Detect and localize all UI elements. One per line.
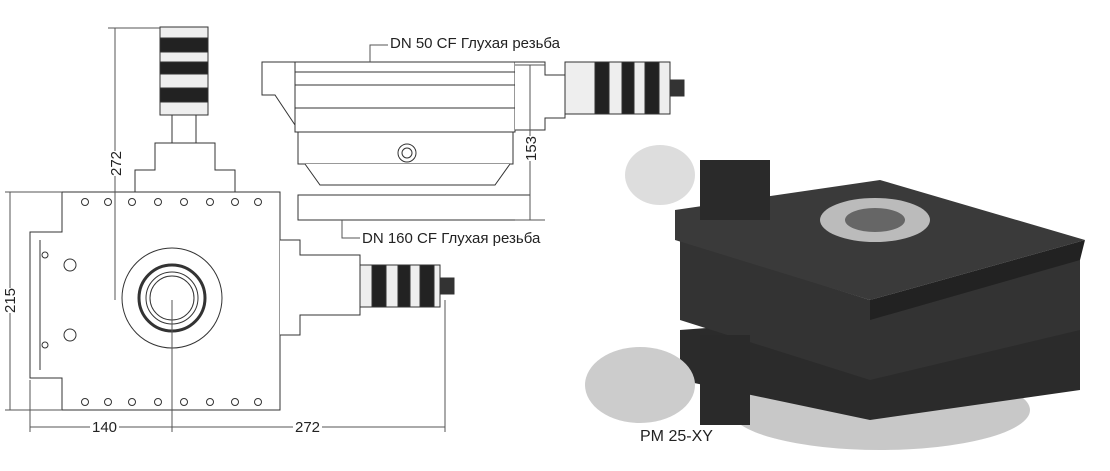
dimension-215: 215 — [2, 287, 20, 314]
dimension-272-vertical: 272 — [108, 150, 126, 177]
micrometer-right — [280, 239, 455, 336]
top-view — [5, 26, 455, 432]
side-view — [261, 44, 685, 239]
flange-top-view — [121, 247, 223, 349]
dimension-153: 153 — [523, 135, 541, 162]
dimension-140: 140 — [90, 419, 120, 436]
micrometer-top — [159, 26, 209, 144]
dimension-272-horizontal: 272 — [293, 419, 323, 436]
product-name-label: PM 25-XY — [640, 428, 713, 445]
top-flange-label: DN 50 CF Глухая резьба — [390, 35, 560, 52]
product-render — [585, 145, 1085, 450]
hole-rows — [41, 198, 262, 406]
bottom-flange-label: DN 160 CF Глухая резьба — [362, 230, 541, 247]
